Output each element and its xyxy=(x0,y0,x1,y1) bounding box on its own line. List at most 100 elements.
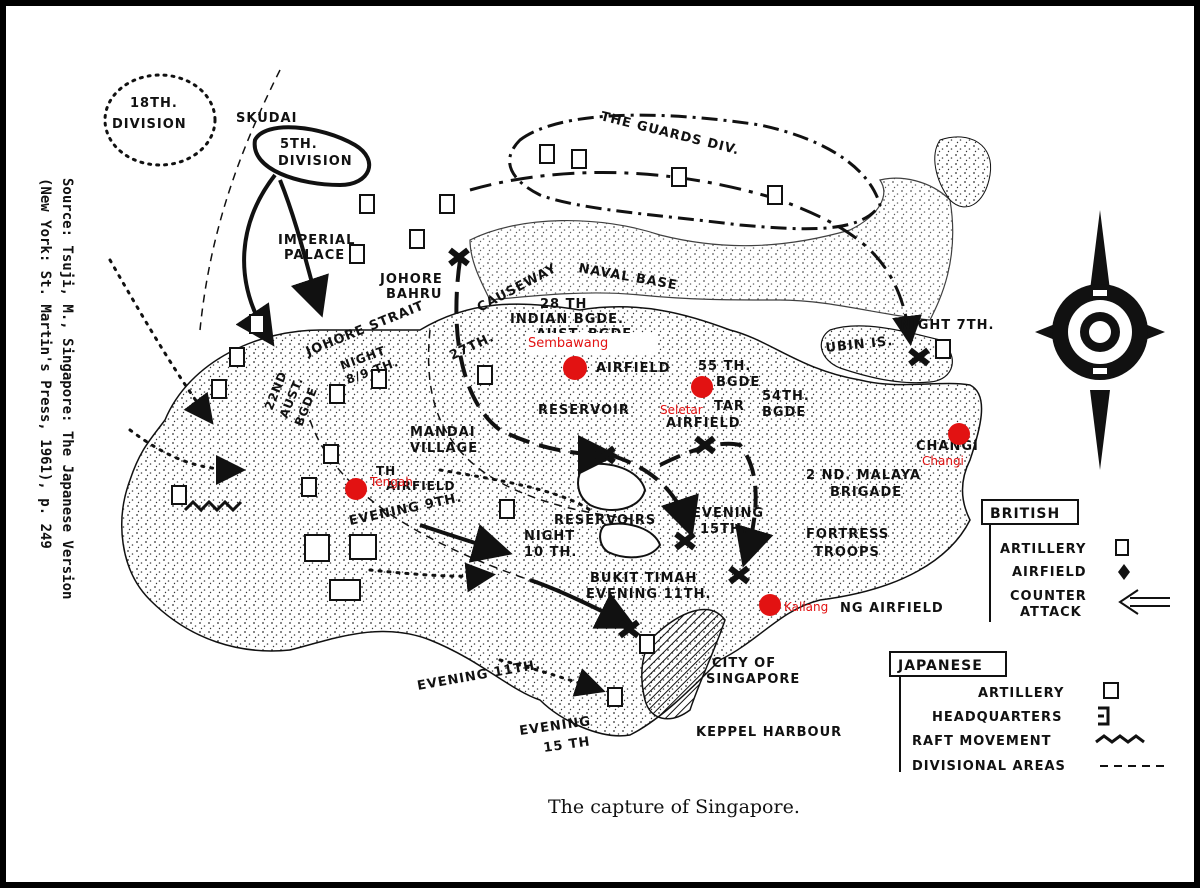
marker-label-changi: Changi xyxy=(922,454,964,468)
reservoir-shape xyxy=(599,522,662,559)
headquarters-icon xyxy=(1098,706,1110,726)
label-55th-bgde: 55 TH. xyxy=(698,359,751,374)
source-line-2: (New York: St. Martin's Press, 1961), p.… xyxy=(37,178,53,549)
source-citation: Source: Tsuji, M., Singapore: The Japane… xyxy=(37,178,75,599)
attack-arrow-5th-division xyxy=(278,179,329,318)
advance-route-dotted xyxy=(438,468,592,512)
reservoir-shape xyxy=(577,462,647,511)
legend-british-artillery: ARTILLERY xyxy=(1000,542,1086,557)
label-city-of-singapore: SINGAPORE xyxy=(706,672,800,687)
attack-arrow-bukit-timah xyxy=(529,578,638,629)
advance-route-dotted xyxy=(498,658,606,697)
label-54th-bgde: BGDE xyxy=(762,405,806,420)
divisional-area-line xyxy=(199,69,281,331)
label-imperial-palace: PALACE xyxy=(284,248,345,263)
label-keppel-harbour: KEPPEL HARBOUR xyxy=(696,725,842,740)
advance-route-dotted xyxy=(128,428,246,485)
label-28th-indian: INDIAN BGDE. xyxy=(510,312,624,327)
label-2nd-malaya: 2 ND. MALAYA xyxy=(806,468,921,483)
label-airfield-sembawang: AIRFIELD xyxy=(596,361,671,376)
raft-movement-icon xyxy=(1095,734,1145,744)
legend-japanese-artillery: ARTILLERY xyxy=(978,686,1064,701)
airfield-cross-icons xyxy=(448,247,930,639)
label-mandai-village: MANDAI xyxy=(410,425,476,440)
label-18th-division: 18TH. xyxy=(130,96,178,111)
source-line-1: Source: Tsuji, M., Singapore: The Japane… xyxy=(59,178,75,599)
label-55th-bgde: BGDE xyxy=(716,375,760,390)
label-kallang-airfield: NG AIRFIELD xyxy=(840,601,944,616)
legend-japanese-raft: RAFT MOVEMENT xyxy=(912,734,1052,749)
marker-tengah xyxy=(345,478,367,500)
divisional-area-line xyxy=(427,329,641,521)
division-5-boundary xyxy=(252,125,372,188)
label-mandai-village: VILLAGE xyxy=(410,441,478,456)
legend-british-title: BRITISH xyxy=(990,506,1060,522)
label-night-10th: 10 TH. xyxy=(524,545,577,560)
legend-japanese-divisional: DIVISIONAL AREAS xyxy=(912,759,1066,774)
label-night-7th: NIGHT 7TH. xyxy=(900,318,994,333)
japanese-artillery-icon xyxy=(1103,682,1119,699)
airfield-icon xyxy=(1118,564,1130,580)
marker-label-sembawang: Sembawang xyxy=(528,336,608,351)
label-johore-bahru: JOHORE xyxy=(379,272,443,287)
advance-route-dotted xyxy=(108,258,214,425)
label-fortress-troops: FORTRESS xyxy=(806,527,889,542)
marker-label-tengah: Tengah xyxy=(369,475,413,489)
city-of-singapore-area xyxy=(640,609,726,720)
label-reservoir: RESERVOIR xyxy=(538,403,630,418)
artillery-icon xyxy=(1115,539,1129,556)
label-city-of-singapore: CITY OF xyxy=(712,656,776,671)
marker-kallang xyxy=(759,594,781,616)
division-18-boundary xyxy=(103,73,217,167)
label-bukit-timah: BUKIT TIMAH xyxy=(590,571,697,586)
map-caption: The capture of Singapore. xyxy=(548,796,800,818)
legend-japanese: JAPANESE ARTILLERY HEADQUARTERS RAFT MOV… xyxy=(889,651,1170,774)
marker-sembawang xyxy=(563,356,587,380)
label-airfield-seletar: AIRFIELD xyxy=(666,416,741,431)
singapore-island-shape xyxy=(121,303,983,737)
johore-mainland-shape xyxy=(469,177,954,321)
legend-british: BRITISH ARTILLERY AIRFIELD COUNTER ATTAC… xyxy=(981,499,1170,622)
label-18th-division: DIVISION xyxy=(112,117,187,132)
northeast-land-shape xyxy=(934,136,992,208)
label-5th-division: 5TH. xyxy=(280,137,318,152)
label-5th-division: DIVISION xyxy=(278,154,353,169)
label-skudai: SKUDAI xyxy=(236,111,297,126)
marker-label-seletar: Seletar xyxy=(660,403,703,417)
label-evening-15th-west: 15 TH xyxy=(542,735,591,756)
label-th: TH xyxy=(376,464,396,478)
divisional-area-line xyxy=(309,419,561,591)
guards-route-dashed xyxy=(609,453,699,538)
marker-changi xyxy=(948,423,970,445)
label-imperial-palace: IMPERIAL xyxy=(278,233,355,248)
sembawang-label-bg xyxy=(526,333,656,355)
guards-division-boundary xyxy=(508,113,882,231)
label-seletar-star: TAR xyxy=(714,399,745,414)
legend-british-attack: ATTACK xyxy=(1020,605,1082,620)
label-2nd-malaya: BRIGADE xyxy=(830,485,902,500)
red-airfield-markers: Sembawang Seletar Changi Tengah Kallang xyxy=(345,333,970,616)
legend-japanese-title: JAPANESE xyxy=(897,658,983,674)
label-airfield-tengah: AIRFIELD xyxy=(386,479,455,493)
label-54th-bgde: 54TH. xyxy=(762,389,810,404)
label-night-10th: NIGHT xyxy=(524,529,575,544)
label-evening-15th: EVENING xyxy=(692,506,764,521)
legend-british-counter: COUNTER xyxy=(1010,589,1087,604)
label-28th-indian: 28 TH xyxy=(540,297,587,312)
label-evening-15th: 15TH. xyxy=(700,522,748,537)
counter-attack-arrow-icon xyxy=(1118,589,1170,615)
guards-route-dashed xyxy=(659,441,774,568)
japanese-position-blocks xyxy=(304,534,377,601)
label-guards-division: THE GUARDS DIV. xyxy=(599,109,741,158)
marker-label-kallang: Kallang xyxy=(784,600,828,614)
legend-japanese-headquarters: HEADQUARTERS xyxy=(932,710,1062,725)
label-johore-bahru: BAHRU xyxy=(386,287,442,302)
raft-movement-wave xyxy=(183,499,243,513)
attack-arrow-night-10 xyxy=(419,523,513,563)
label-bukit-timah: EVENING 11TH. xyxy=(586,587,711,602)
label-fortress-troops: TROOPS xyxy=(814,545,880,560)
compass-rose-icon xyxy=(1035,210,1165,470)
guards-route-dashed xyxy=(454,259,618,475)
label-reservoirs: RESERVOIRS xyxy=(554,513,656,528)
